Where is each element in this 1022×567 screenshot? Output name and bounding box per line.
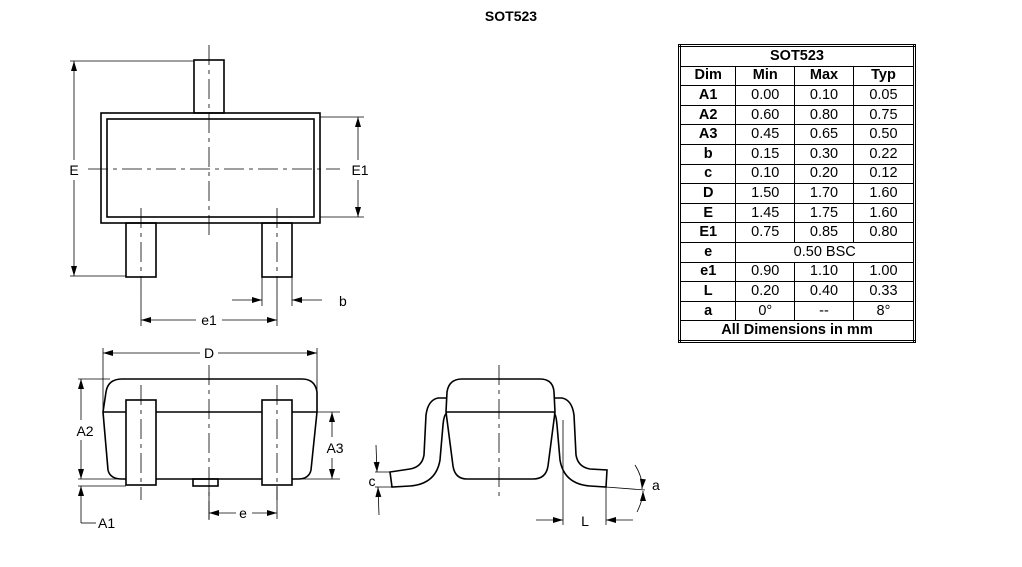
label-c: c [369, 473, 376, 489]
cell-min: 0.15 [735, 143, 796, 165]
cell-dim: a [678, 300, 737, 322]
centerlines [88, 45, 340, 290]
cell-typ: 1.60 [852, 202, 916, 224]
cell-min: 1.50 [735, 183, 796, 204]
cell-max: -- [794, 300, 854, 322]
table-header-row: Dim Min Max Typ [678, 65, 916, 87]
side-view [102, 378, 318, 487]
label-b: b [339, 293, 347, 309]
table-title: SOT523 [679, 45, 915, 67]
cell-max: 0.40 [794, 281, 854, 302]
label-L: L [581, 513, 589, 529]
label-E: E [69, 162, 78, 178]
cell-min: 0° [735, 300, 796, 322]
cell-typ: 8° [852, 300, 916, 322]
cell-max: 0.65 [794, 124, 854, 145]
label-e1: e1 [201, 312, 217, 328]
cell-typ: 0.33 [852, 281, 916, 302]
cell-dim: L [678, 281, 737, 302]
cell-min: 0.75 [735, 222, 796, 243]
cell-max: 0.10 [794, 85, 854, 106]
label-A1: A1 [98, 515, 115, 531]
top-view [100, 59, 321, 278]
cell-max: 0.85 [794, 222, 854, 243]
cell-typ: 0.12 [852, 163, 916, 185]
cell-span: 0.50 BSC [735, 241, 915, 263]
cell-max: 1.70 [794, 183, 854, 204]
table-footer: All Dimensions in mm [679, 320, 915, 342]
cell-dim: D [678, 183, 737, 204]
drawing-title: SOT523 [484, 8, 538, 24]
label-D: D [204, 345, 214, 361]
cell-typ: 0.50 [852, 124, 916, 145]
cell-typ: 0.05 [852, 85, 916, 106]
header-max: Max [794, 65, 854, 87]
cell-min: 0.60 [735, 104, 796, 126]
cell-dim: E [678, 202, 737, 224]
cell-max: 1.75 [794, 202, 854, 224]
label-E1: E1 [351, 162, 368, 178]
cell-typ: 0.75 [852, 104, 916, 126]
cell-typ: 0.80 [852, 222, 916, 243]
cell-min: 0.20 [735, 281, 796, 302]
cell-dim: A3 [678, 124, 737, 145]
cell-typ: 1.00 [852, 261, 916, 283]
end-view [389, 378, 608, 488]
cell-typ: 0.22 [852, 143, 916, 165]
cell-min: 0.00 [735, 85, 796, 106]
cell-dim: A2 [678, 104, 737, 126]
cell-min: 0.45 [735, 124, 796, 145]
label-a: a [652, 477, 660, 493]
label-e: e [239, 505, 247, 521]
cell-typ: 1.60 [852, 183, 916, 204]
cell-min: 1.45 [735, 202, 796, 224]
label-A2: A2 [76, 423, 93, 439]
cell-max: 0.80 [794, 104, 854, 126]
header-min: Min [735, 65, 796, 87]
header-typ: Typ [852, 65, 916, 87]
cell-min: 0.90 [735, 261, 796, 283]
dimension-labels: E E1 b e1 D A2 A3 A1 e c a L [66, 161, 660, 531]
label-A3: A3 [326, 440, 343, 456]
header-dim: Dim [678, 65, 737, 87]
cell-min: 0.10 [735, 163, 796, 185]
cell-max: 0.20 [794, 163, 854, 185]
cell-dim: e [678, 241, 737, 263]
cell-max: 0.30 [794, 143, 854, 165]
cell-max: 1.10 [794, 261, 854, 283]
cell-dim: e1 [678, 261, 737, 283]
cell-dim: c [678, 163, 737, 185]
cell-dim: b [678, 143, 737, 165]
cell-dim: E1 [678, 222, 737, 243]
cell-dim: A1 [678, 85, 737, 106]
